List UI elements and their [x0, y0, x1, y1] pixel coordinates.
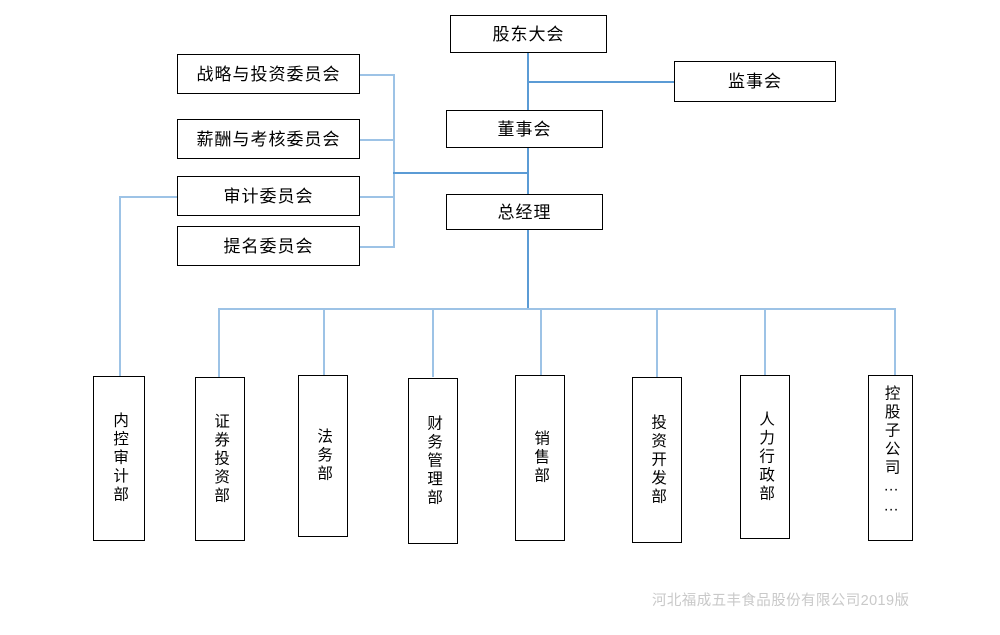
node-label: 总经理 [497, 202, 552, 222]
connector-committee-spine [393, 74, 395, 247]
connector-committee-stub-3 [360, 196, 395, 198]
connector-department-bus [218, 308, 895, 310]
node-label: 提名委员会 [223, 236, 314, 256]
node-department-investment-development[interactable]: 投资开发部 [632, 377, 682, 543]
node-label: 董事会 [497, 119, 552, 139]
node-label: 控股子公司…… [882, 385, 900, 518]
node-label: 内控审计部 [111, 412, 129, 505]
node-label: 人力行政部 [757, 410, 775, 504]
connector-gm-trunk [527, 229, 529, 309]
node-committee-remuneration-appraisal[interactable]: 薪酬与考核委员会 [177, 119, 360, 159]
connector-department-drop-7 [764, 308, 766, 377]
node-department-holding-subsidiaries[interactable]: 控股子公司…… [868, 375, 913, 541]
connector-board-to-gm [527, 148, 529, 195]
node-department-sales[interactable]: 销售部 [515, 375, 565, 541]
node-label: 财务管理部 [425, 414, 443, 508]
node-department-securities-investment[interactable]: 证券投资部 [195, 377, 245, 541]
connector-audit-branch-down [119, 196, 121, 377]
connector-audit-branch-left [119, 196, 179, 198]
node-label: 证券投资部 [212, 412, 230, 506]
node-board-of-directors[interactable]: 董事会 [446, 110, 603, 148]
node-label: 监事会 [728, 72, 782, 91]
node-label: 战略与投资委员会 [196, 64, 341, 84]
connector-supervisors-link [527, 81, 675, 83]
node-department-internal-control-audit[interactable]: 内控审计部 [93, 376, 145, 541]
node-committee-nomination[interactable]: 提名委员会 [177, 226, 360, 266]
connector-committee-stub-2 [360, 139, 395, 141]
node-label: 审计委员会 [223, 186, 314, 206]
footer-text: 河北福成五丰食品股份有限公司2019版 [652, 593, 910, 609]
node-committee-strategy-investment[interactable]: 战略与投资委员会 [177, 54, 360, 94]
node-board-of-supervisors[interactable]: 监事会 [674, 61, 836, 102]
node-label: 投资开发部 [649, 413, 667, 507]
node-label: 法务部 [315, 428, 333, 484]
node-department-human-resources-admin[interactable]: 人力行政部 [740, 375, 790, 539]
connector-department-drop-5 [540, 308, 542, 377]
connector-department-drop-2 [218, 308, 220, 377]
node-label: 股东大会 [492, 24, 565, 44]
connector-department-drop-3 [323, 308, 325, 377]
node-committee-audit[interactable]: 审计委员会 [177, 176, 360, 216]
footer-watermark: 河北福成五丰食品股份有限公司2019版 [652, 589, 909, 610]
connector-department-drop-4 [432, 308, 434, 377]
node-shareholders-meeting[interactable]: 股东大会 [450, 15, 607, 53]
connector-committee-stub-1 [360, 74, 395, 76]
node-department-legal-affairs[interactable]: 法务部 [298, 375, 348, 537]
node-department-financial-management[interactable]: 财务管理部 [408, 378, 458, 544]
connector-committees-to-board [393, 172, 528, 174]
node-label: 薪酬与考核委员会 [196, 129, 341, 149]
connector-committee-stub-4 [360, 246, 395, 248]
connector-department-drop-8 [894, 308, 896, 377]
node-general-manager[interactable]: 总经理 [446, 194, 603, 230]
node-label: 销售部 [532, 430, 550, 486]
connector-department-drop-6 [656, 308, 658, 377]
